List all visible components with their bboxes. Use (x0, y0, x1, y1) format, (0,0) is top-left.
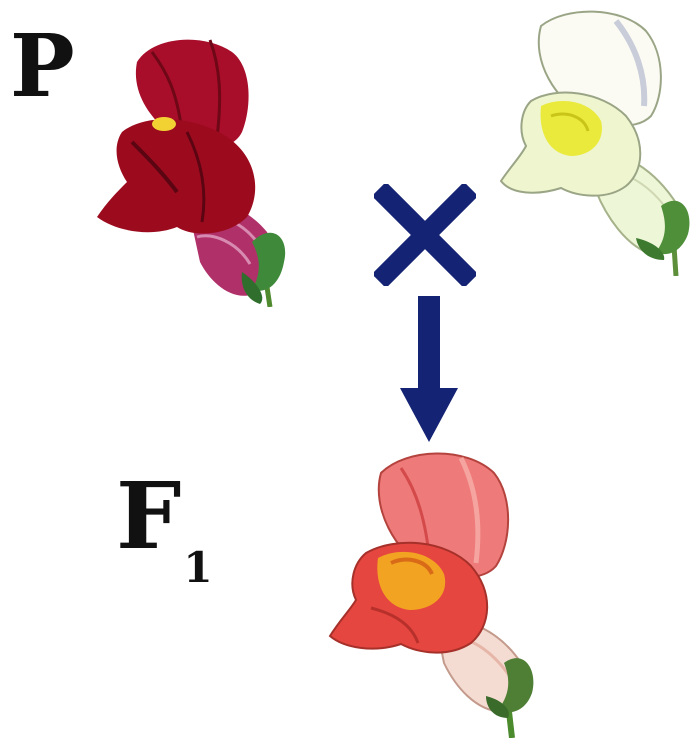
filial-subscript: 1 (183, 543, 212, 592)
pink-offspring-flower (326, 448, 538, 738)
red-parent-flower (92, 32, 292, 307)
parental-generation-label: P (10, 24, 75, 110)
cross-symbol-icon (374, 184, 476, 286)
filial-generation-label: F1 (116, 470, 213, 562)
filial-letter: F (116, 462, 181, 570)
white-parent-flower (496, 6, 694, 276)
down-arrow-icon (398, 296, 460, 444)
